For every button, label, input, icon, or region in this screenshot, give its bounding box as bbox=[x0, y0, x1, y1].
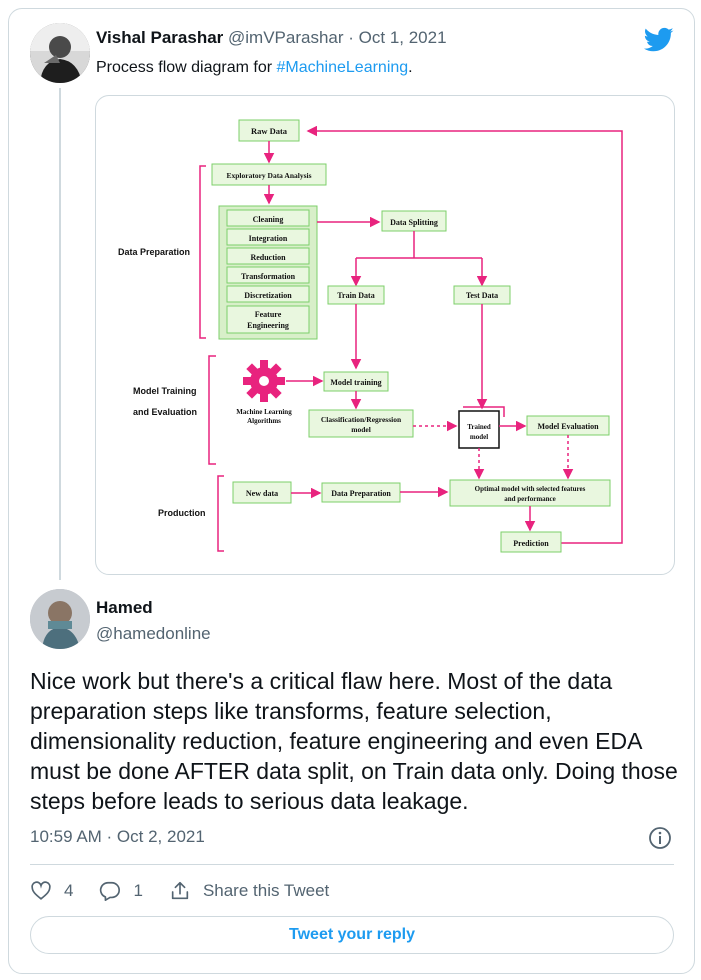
ml-algorithms-label-2: Algorithms bbox=[247, 417, 281, 425]
data-preparation-bracket: Data Preparation bbox=[118, 165, 206, 339]
data-preparation-node: Data Preparation bbox=[321, 482, 401, 503]
reply-action[interactable]: 1 bbox=[99, 880, 143, 902]
data-splitting-node: Data Splitting bbox=[381, 210, 447, 232]
tweet-text-end: . bbox=[408, 59, 413, 76]
tweet-text-body: Process flow diagram for bbox=[96, 59, 277, 76]
eda-node: Exploratory Data Analysis bbox=[211, 163, 327, 186]
share-label: Share this Tweet bbox=[202, 881, 330, 900]
prediction-node: Prediction bbox=[500, 531, 562, 553]
share-action[interactable]: Share this Tweet bbox=[169, 880, 329, 902]
preparation-steps-container: Cleaning Integration Reduction Transform… bbox=[218, 205, 318, 340]
optimal-model-label-2: and performance bbox=[504, 495, 556, 503]
tweet-media-image[interactable]: Data Preparation Model Training and Eval… bbox=[95, 95, 675, 575]
ml-algorithms-label-1: Machine Learning bbox=[236, 408, 292, 416]
divider bbox=[30, 864, 674, 865]
step-integration: Integration bbox=[249, 234, 288, 243]
new-data-label: New data bbox=[246, 489, 278, 498]
train-data-node: Train Data bbox=[327, 285, 385, 305]
tweet-date[interactable]: · Oct 1, 2021 bbox=[348, 28, 447, 47]
trained-model-node: Trained model bbox=[458, 406, 505, 449]
optimal-model-node: Optimal model with selected features and… bbox=[449, 479, 611, 507]
reply-text: Nice work but there's a critical flaw he… bbox=[30, 668, 678, 814]
twitter-bird-icon[interactable] bbox=[644, 27, 674, 53]
optimal-model-label-1: Optimal model with selected features bbox=[475, 485, 586, 493]
classification-label-2: model bbox=[351, 425, 371, 434]
model-evaluation-node: Model Evaluation bbox=[526, 415, 610, 436]
section-label-production: Production bbox=[158, 508, 206, 518]
trained-label-1: Trained bbox=[467, 423, 491, 431]
author-handle[interactable]: @imVParashar bbox=[228, 28, 344, 47]
train-data-label: Train Data bbox=[337, 291, 374, 300]
tweet-text: Process flow diagram for #MachineLearnin… bbox=[96, 59, 413, 77]
new-data-node: New data bbox=[232, 481, 292, 504]
production-bracket: Production bbox=[158, 475, 224, 552]
test-data-node: Test Data bbox=[453, 285, 511, 305]
section-label-data-preparation: Data Preparation bbox=[118, 247, 190, 257]
step-cleaning: Cleaning bbox=[253, 215, 284, 224]
like-action[interactable]: 4 bbox=[30, 880, 73, 902]
model-evaluation-label: Model Evaluation bbox=[537, 422, 599, 431]
data-splitting-label: Data Splitting bbox=[390, 218, 438, 227]
step-discretization: Discretization bbox=[244, 291, 292, 300]
section-label-and-evaluation: and Evaluation bbox=[133, 407, 197, 417]
reply-author-name[interactable]: Hamed bbox=[96, 598, 153, 617]
reply-count: 1 bbox=[133, 881, 143, 900]
step-reduction: Reduction bbox=[250, 253, 286, 262]
process-flow-diagram: Data Preparation Model Training and Eval… bbox=[118, 119, 623, 553]
classification-label-1: Classification/Regression bbox=[321, 415, 402, 424]
info-icon[interactable] bbox=[648, 826, 672, 850]
action-bar: 4 1 Share this Tweet bbox=[30, 878, 355, 904]
raw-data-label: Raw Data bbox=[251, 126, 288, 136]
test-data-label: Test Data bbox=[466, 291, 498, 300]
model-training-label: Model training bbox=[330, 378, 381, 387]
hashtag-link[interactable]: #MachineLearning bbox=[276, 59, 409, 76]
step-engineering: Engineering bbox=[247, 321, 289, 330]
step-transformation: Transformation bbox=[241, 272, 296, 281]
tweet-header: Vishal Parashar @imVParashar · Oct 1, 20… bbox=[96, 28, 447, 48]
heart-icon bbox=[31, 881, 51, 900]
section-label-model-training: Model Training bbox=[133, 386, 197, 396]
model-training-bracket: Model Training and Evaluation bbox=[133, 355, 216, 465]
reply-avatar[interactable] bbox=[30, 589, 90, 649]
share-icon bbox=[171, 881, 189, 900]
model-training-node: Model training bbox=[323, 371, 389, 392]
data-preparation-label: Data Preparation bbox=[331, 489, 391, 498]
trained-label-2: model bbox=[470, 433, 488, 441]
step-feature: Feature bbox=[255, 310, 282, 319]
reply-author-handle[interactable]: @hamedonline bbox=[96, 624, 211, 643]
split-connector bbox=[355, 231, 483, 284]
prediction-label: Prediction bbox=[513, 539, 549, 548]
reply-timestamp[interactable]: 10:59 AM · Oct 2, 2021 bbox=[30, 827, 205, 846]
gear-icon bbox=[243, 360, 285, 402]
reply-icon bbox=[100, 881, 121, 901]
eda-label: Exploratory Data Analysis bbox=[226, 171, 311, 180]
thread-connector bbox=[59, 88, 61, 580]
like-count: 4 bbox=[64, 881, 74, 900]
raw-data-node: Raw Data bbox=[238, 119, 300, 142]
feedback-arrow bbox=[306, 125, 623, 544]
tweet-your-reply-button[interactable]: Tweet your reply bbox=[30, 916, 674, 954]
classification-model-node: Classification/Regression model bbox=[308, 409, 414, 438]
avatar[interactable] bbox=[30, 23, 90, 83]
author-name[interactable]: Vishal Parashar bbox=[96, 28, 224, 47]
